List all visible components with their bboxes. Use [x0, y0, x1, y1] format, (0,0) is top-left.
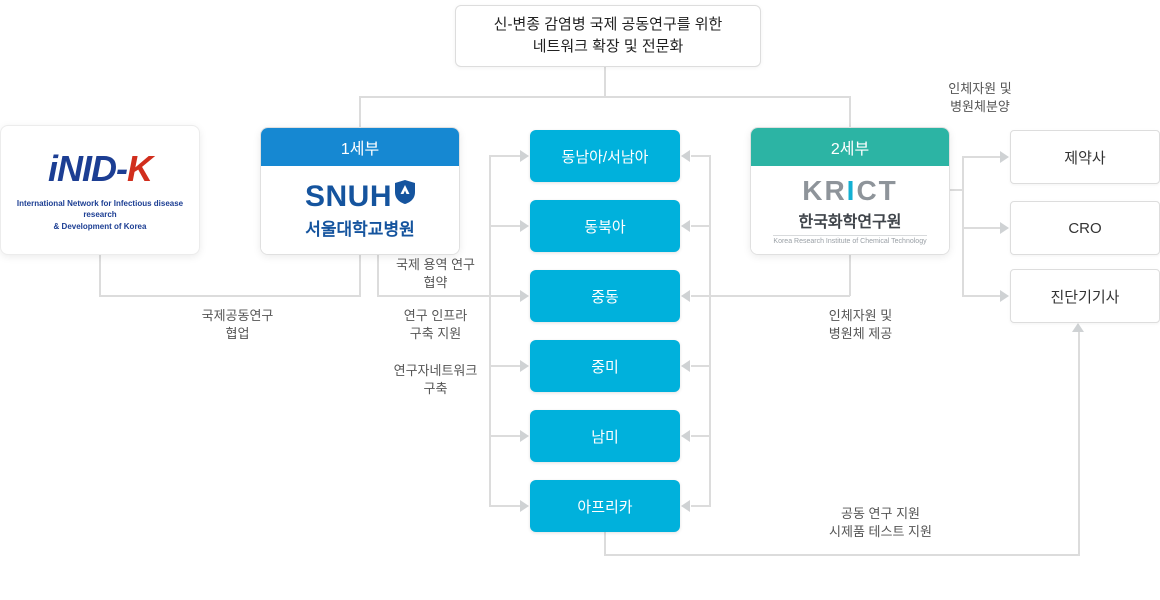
connector-bottom [604, 554, 1080, 556]
snuh-org-name: 서울대학교병원 [305, 220, 415, 239]
connector-stub-back-2 [691, 225, 709, 227]
edge-label-supply: 인체자원 및 병원체분양 [948, 81, 1012, 114]
inid-k-subtitle-line1: International Network for Infectious dis… [16, 199, 184, 220]
connector-stub-region-2 [489, 225, 520, 227]
connector-stub-partner-2 [962, 227, 1000, 229]
arrow-into-region-4-icon [520, 360, 529, 372]
edge-label-network: 연구자네트워크 구축 [393, 363, 478, 396]
edge-label-contract: 국제 용역 연구 협약 [396, 257, 475, 290]
connector-stub-back-4 [691, 365, 709, 367]
arrow-from-sub2-region-1-icon [681, 150, 690, 162]
arrow-from-sub2-region-4-icon [681, 360, 690, 372]
connector-inid-sub1 [99, 295, 361, 297]
connector-sub2-spine [709, 295, 850, 297]
region-box-middle-east: 중동 [530, 270, 680, 322]
connector-stub-back-3 [691, 295, 709, 297]
partner-box-cro: CRO [1010, 201, 1160, 255]
krict-org-name-en: Korea Research Institute of Chemical Tec… [773, 235, 927, 245]
connector-sub2-down [849, 255, 851, 296]
connector-stub-partner-3 [962, 295, 1000, 297]
edge-label-support: 공동 연구 지원 시제품 테스트 지원 [829, 506, 932, 539]
sub2-body: KRICT 한국화학연구원 Korea Research Institute o… [751, 166, 949, 254]
diagram-title-line2: 네트워크 확장 및 전문화 [532, 38, 684, 55]
krict-org-name: 한국화학연구원 [798, 214, 902, 231]
arrow-into-partner-2-icon [1000, 222, 1009, 234]
arrow-from-sub2-region-3-icon [681, 290, 690, 302]
connector-sub2-right [950, 189, 964, 191]
connector-to-sub1 [359, 96, 361, 127]
sub2-card: 2세부 KRICT 한국화학연구원 Korea Research Institu… [750, 127, 950, 255]
sub1-card: 1세부 SNUH 서울대학교병원 [260, 127, 460, 255]
edge-label-collab: 국제공동연구 협업 [201, 308, 274, 341]
sub1-header: 1세부 [261, 128, 459, 166]
connector-africa-down [604, 532, 606, 555]
krict-logo: KRICT [802, 175, 898, 207]
edge-label-provide: 인체자원 및 병원체 제공 [828, 308, 893, 341]
krict-logo-left: KR [802, 175, 847, 206]
inid-logo-accent: K [127, 148, 153, 190]
snuh-logo-text: SNUH [304, 180, 392, 213]
connector-stub-back-5 [691, 435, 709, 437]
arrow-into-partner-3-bottom-icon [1072, 323, 1084, 332]
connector-inid-down [99, 255, 101, 296]
arrow-into-region-2-icon [520, 220, 529, 232]
diagram-title: 신-변종 감염병 국제 공동연구를 위한 네트워크 확장 및 전문화 [455, 5, 761, 67]
krict-logo-right: CT [856, 175, 898, 206]
sub1-body: SNUH 서울대학교병원 [261, 166, 459, 254]
connector-partner-spine [962, 156, 964, 297]
inid-k-logo: iNID-K [48, 148, 153, 190]
connector-stub-region-1 [489, 155, 520, 157]
connector-sub1-down [377, 255, 379, 296]
arrow-into-partner-3-icon [1000, 290, 1009, 302]
connector-stub-back-1 [691, 155, 709, 157]
arrow-from-sub2-region-6-icon [681, 500, 690, 512]
arrow-from-sub2-region-5-icon [681, 430, 690, 442]
inid-k-subtitle: International Network for Infectious dis… [1, 198, 199, 232]
connector-stub-back-6 [691, 505, 709, 507]
connector-left-spine [489, 155, 491, 507]
arrow-from-sub2-region-2-icon [681, 220, 690, 232]
krict-logo-mid: I [846, 175, 857, 206]
partner-box-pharma: 제약사 [1010, 130, 1160, 184]
arrow-into-region-1-icon [520, 150, 529, 162]
connector-right-spine [709, 155, 711, 507]
connector-sub1-up [359, 255, 361, 296]
inid-k-subtitle-line2: & Development of Korea [53, 221, 147, 231]
snuh-shield-icon [395, 180, 415, 209]
arrow-into-region-3-icon [520, 290, 529, 302]
connector-bottom-up [1078, 331, 1080, 555]
connector-stub-region-3 [489, 295, 520, 297]
region-box-central-america: 중미 [530, 340, 680, 392]
connector-title-down [604, 65, 606, 96]
connector-stub-region-6 [489, 505, 520, 507]
connector-stub-region-4 [489, 365, 520, 367]
diagram-title-line1: 신-변종 감염병 국제 공동연구를 위한 [493, 16, 723, 34]
region-box-africa: 아프리카 [530, 480, 680, 532]
arrow-into-region-5-icon [520, 430, 529, 442]
snuh-logo-row: SNUH [305, 180, 415, 214]
connector-sub1-spine [377, 295, 489, 297]
region-box-south-america: 남미 [530, 410, 680, 462]
partner-box-diagnostics: 진단기기사 [1010, 269, 1160, 323]
edge-label-infra: 연구 인프라 구축 지원 [403, 308, 468, 341]
inid-logo-main: iNID- [48, 148, 128, 190]
connector-to-sub2 [849, 96, 851, 127]
inid-k-card: iNID-K International Network for Infecti… [0, 125, 200, 255]
arrow-into-region-6-icon [520, 500, 529, 512]
region-box-southeast-asia: 동남아/서남아 [530, 130, 680, 182]
connector-stub-partner-1 [962, 156, 1000, 158]
region-box-northeast-asia: 동북아 [530, 200, 680, 252]
connector-stub-region-5 [489, 435, 520, 437]
arrow-into-partner-1-icon [1000, 151, 1009, 163]
connector-title-branch [359, 96, 851, 98]
sub2-header: 2세부 [751, 128, 949, 166]
